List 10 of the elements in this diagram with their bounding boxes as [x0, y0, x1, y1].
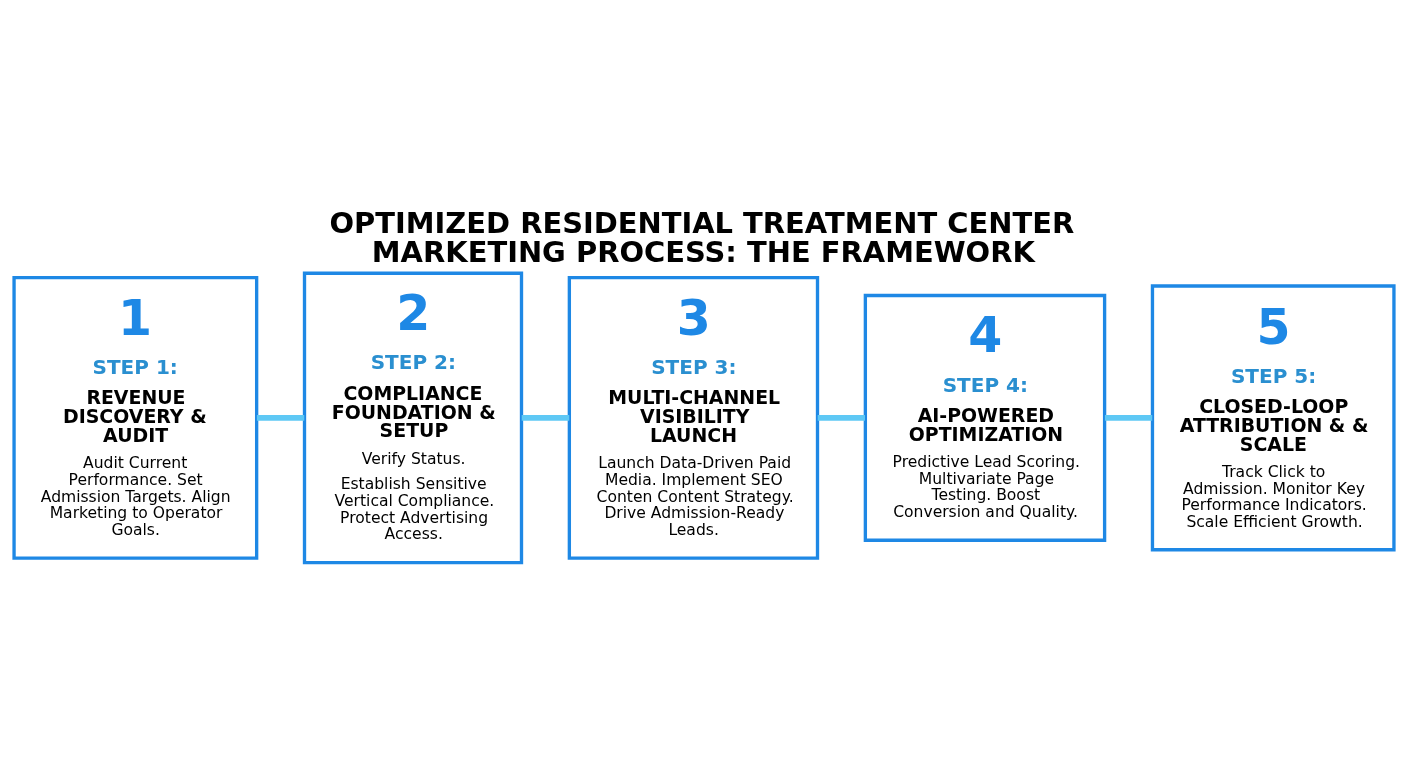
connector [817, 414, 865, 421]
node-box: 4 STEP 4: AI-POWERED OPTIMIZATION Predictive Lead Scoring. Multivariate Page Testing. Boost Conversion and Quality. [863, 293, 1107, 542]
connector [256, 414, 305, 421]
node-box: 3 STEP 3: MULTI-CHANNEL VISIBILITY LAUNCH Launch Data-Driven Paid Media. Implement SEO Conten Content Strategy. Drive Admission-Ready Leads. [567, 275, 820, 560]
node-box: 2 STEP 2: COMPLIANCE FOUNDATION & SETUP Verify Status. Establish Sensitive Vertical Compliance. Protect Advertising Access. [302, 271, 524, 564]
connector [521, 414, 570, 421]
connector [1104, 414, 1153, 421]
node-box: 1 STEP 1: REVENUE DISCOVERY & AUDIT Audit Current Performance. Set Admission Targets. Align Marketing to Operator Goals. [12, 275, 259, 560]
node-box: 5 STEP 5: CLOSED-LOOP ATTRIBUTION & & SCALE Track Click to Admission. Monitor Key Performance Indicators. Scale Efficient Growth. [1150, 283, 1396, 551]
diagram-title: OPTIMIZED RESIDENTIAL TREATMENT CENTER MARKETING PROCESS: THE FRAMEWORK [329, 205, 1075, 269]
